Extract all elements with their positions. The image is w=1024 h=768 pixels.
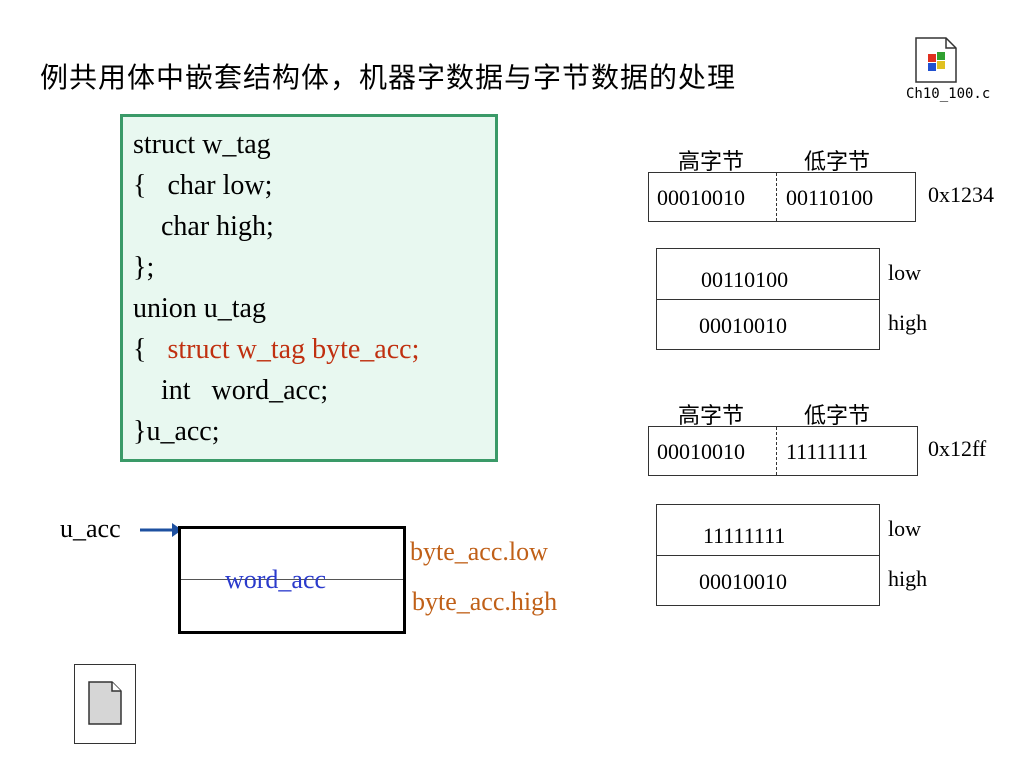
row-divider: [181, 579, 403, 580]
code-highlight: struct w_tag byte_acc;: [167, 334, 420, 365]
word-box: 00010010 11111111: [648, 426, 918, 476]
source-file-link[interactable]: Ch10_100.c: [906, 36, 990, 106]
byte-high-value: 00010010: [699, 569, 787, 594]
page-title: 例共用体中嵌套结构体，机器字数据与字节数据的处理: [40, 61, 737, 94]
byte-high-value: 00010010: [699, 313, 787, 338]
arrow-right-icon: [140, 523, 182, 537]
byte-struct-box: 11111111 00010010: [656, 504, 880, 606]
code-line: char high;: [133, 211, 274, 242]
byte-low-value: 00110100: [701, 267, 789, 292]
code-line: }u_acc;: [133, 416, 220, 447]
word-high-byte: 00010010: [657, 185, 745, 210]
row-divider: [657, 299, 879, 300]
byte-acc-high-label: byte_acc.high: [412, 587, 558, 616]
pointer-label: u_acc: [60, 514, 121, 543]
code-line: int word_acc;: [133, 375, 329, 406]
code-line: };: [133, 252, 155, 283]
union-box: word_acc: [178, 526, 406, 634]
row-divider: [657, 555, 879, 556]
code-block: struct w_tag { char low; char high; }; u…: [120, 114, 498, 462]
label-high: high: [888, 566, 928, 591]
word-low-byte: 11111111: [786, 439, 869, 464]
word-high-byte: 00010010: [657, 439, 745, 464]
header-high-byte: 高字节: [678, 149, 745, 174]
document-button[interactable]: [74, 664, 136, 744]
header-low-byte: 低字节: [804, 149, 871, 174]
file-caption: Ch10_100.c: [906, 86, 991, 102]
byte-divider: [776, 427, 777, 475]
code-line: { struct w_tag byte_acc;: [133, 334, 419, 366]
label-high: high: [888, 310, 928, 335]
word-low-byte: 00110100: [786, 185, 874, 210]
byte-divider: [776, 173, 777, 221]
code-line: { char low;: [133, 170, 273, 201]
byte-acc-low-label: byte_acc.low: [410, 537, 548, 566]
word-acc-label: word_acc: [225, 565, 327, 594]
header-low-byte: 低字节: [804, 403, 871, 428]
header-high-byte: 高字节: [678, 403, 745, 428]
code-line: union u_tag: [133, 293, 266, 324]
label-low: low: [888, 260, 921, 285]
windows-file-icon: [915, 37, 957, 83]
label-low: low: [888, 516, 921, 541]
word-value: 0x12ff: [928, 436, 987, 461]
word-value: 0x1234: [928, 182, 994, 207]
byte-low-value: 11111111: [703, 523, 786, 548]
document-icon: [88, 681, 122, 725]
code-line-prefix: {: [133, 334, 168, 365]
code-line: struct w_tag: [133, 129, 271, 160]
byte-struct-box: 00110100 00010010: [656, 248, 880, 350]
word-box: 00010010 00110100: [648, 172, 916, 222]
